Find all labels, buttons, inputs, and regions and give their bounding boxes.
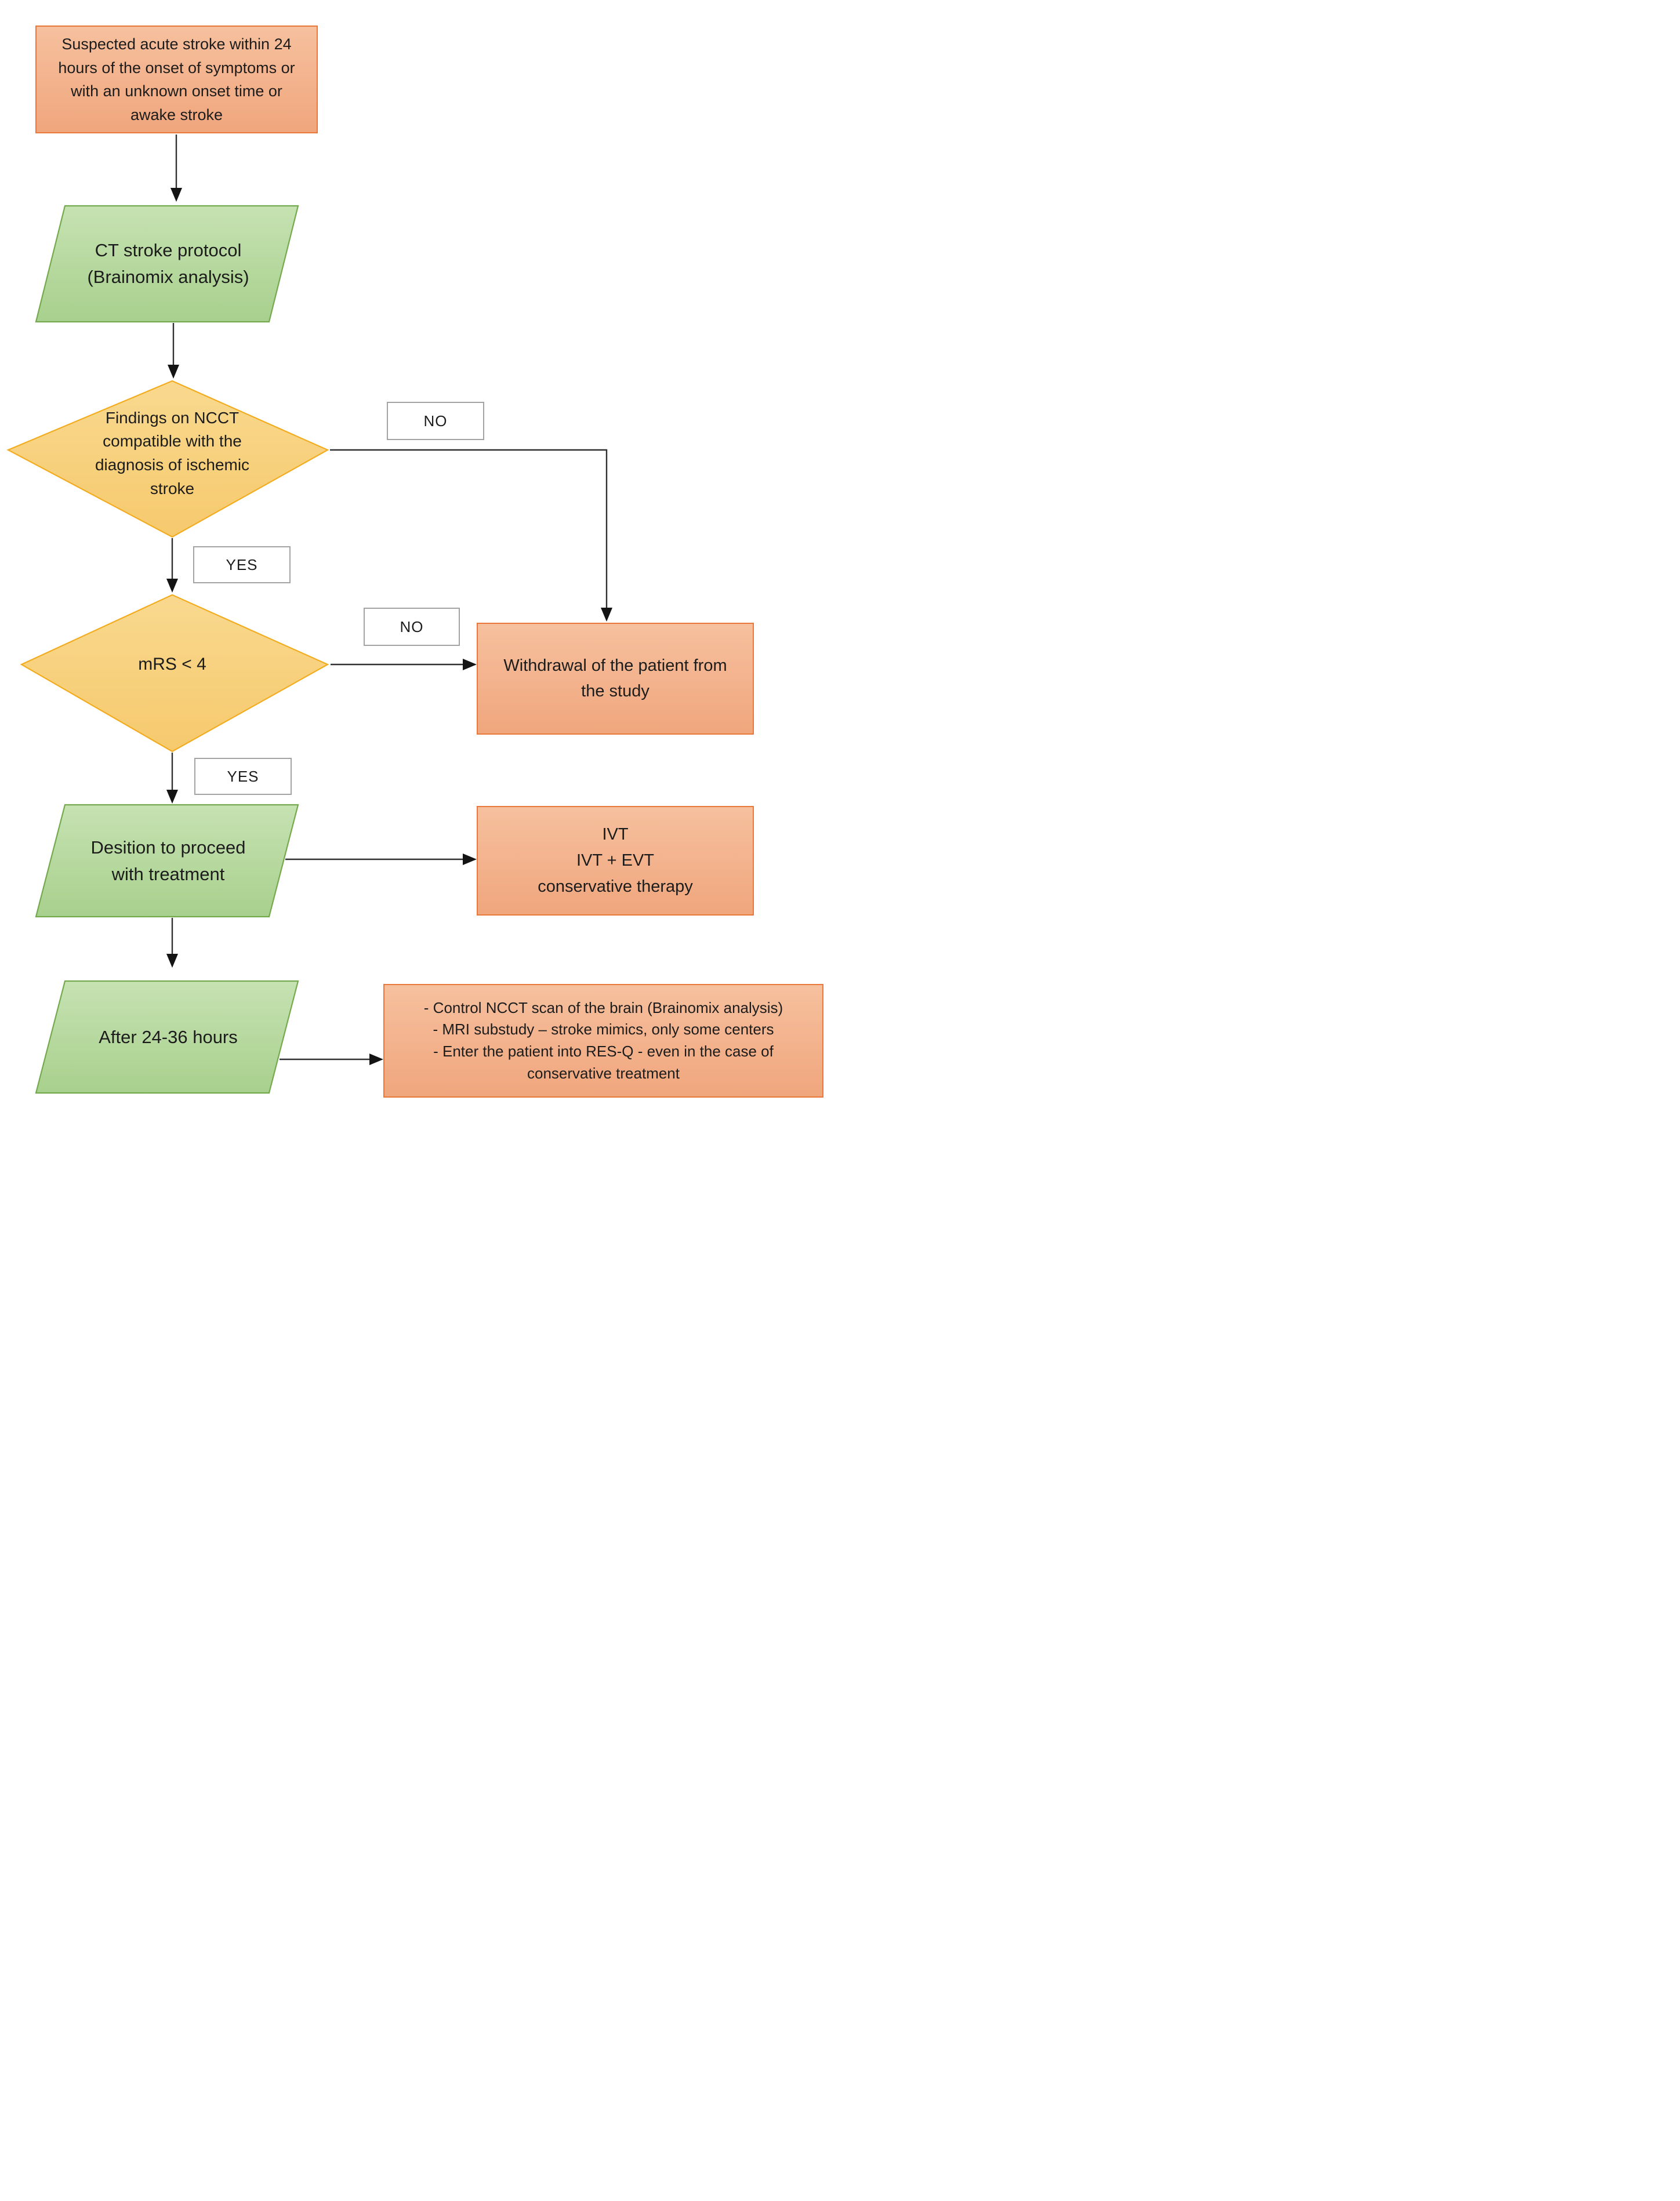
arrow-after-to-followup [280, 1054, 383, 1065]
suspected-stroke-box: Suspected acute stroke within 24 hours o… [35, 26, 318, 133]
path-ncct-no-to-withdrawal [330, 449, 612, 622]
treatment-options-box: IVT IVT + EVT conservative therapy [477, 806, 754, 916]
arrow-decision-to-after [166, 918, 178, 968]
after-hours-parallelogram [35, 980, 299, 1094]
arrow-mrs-yes-to-decision [166, 753, 178, 804]
stroke-protocol-flowchart: Suspected acute stroke within 24 hours o… [0, 0, 840, 1100]
decision-parallelogram [35, 804, 299, 918]
arrow-decision-to-treatment-options [285, 853, 477, 865]
mrs-no-label-box: NO [364, 608, 460, 646]
arrow-mrs-no-to-withdrawal [331, 659, 477, 670]
withdrawal-box: Withdrawal of the patient from the study [477, 623, 754, 735]
followup-box: - Control NCCT scan of the brain (Braino… [383, 984, 823, 1098]
ncct-findings-diamond [6, 380, 329, 538]
flowchart-shapes-and-connectors [6, 135, 612, 1094]
mrs-yes-label-box: YES [194, 758, 292, 795]
arrow-ct-to-ncct [168, 323, 179, 379]
mrs-diamond [20, 594, 329, 753]
arrow-suspected-to-ct [170, 135, 182, 202]
ncct-yes-label-box: YES [193, 546, 291, 583]
ncct-no-label-box: NO [387, 402, 484, 440]
arrow-ncct-yes-to-mrs [166, 538, 178, 593]
ct-protocol-parallelogram [35, 205, 299, 323]
